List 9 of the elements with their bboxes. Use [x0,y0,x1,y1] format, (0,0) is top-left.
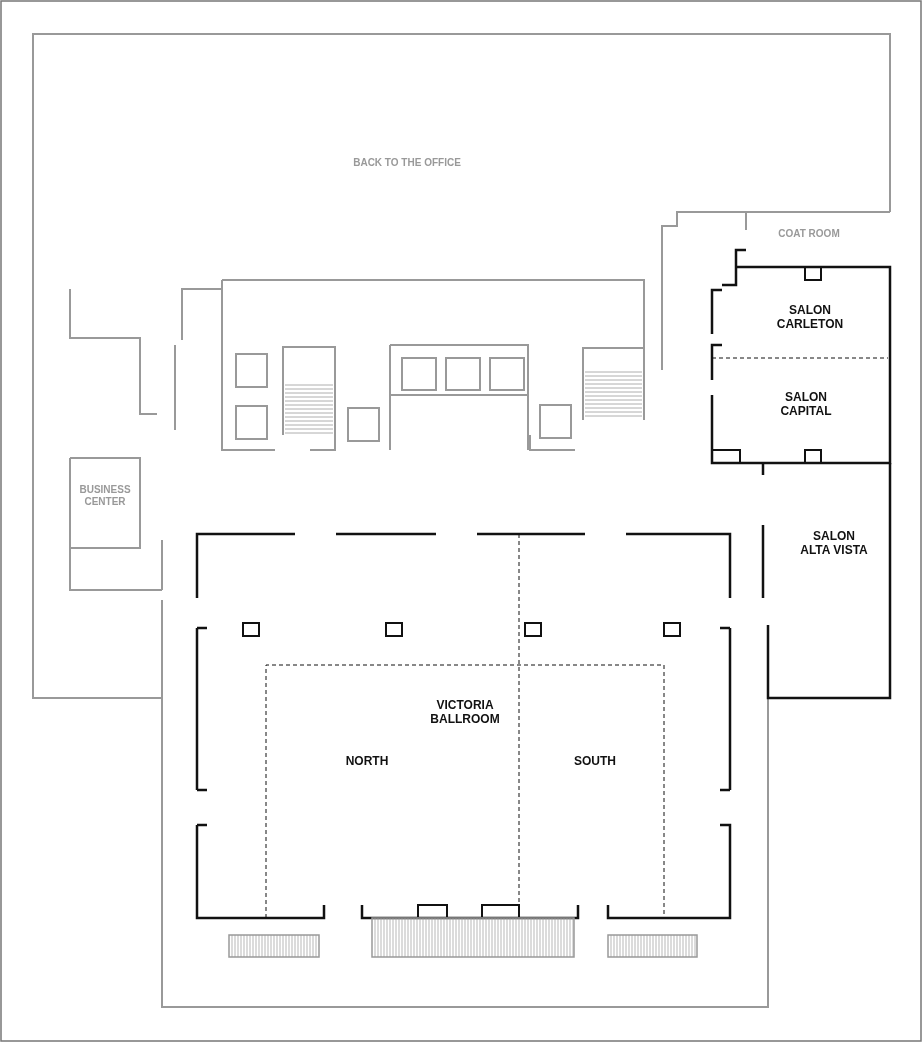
room-label: SALON ALTA VISTA [799,528,869,558]
room-label: SOUTH [573,753,617,769]
room-label: SALON CAPITAL [779,389,833,419]
room-label: NORTH [344,753,390,769]
room-label: COAT ROOM [777,228,841,240]
room-label: VICTORIA BALLROOM [429,697,501,727]
room-label: BUSINESS CENTER [78,484,132,508]
room-label: BACK TO THE OFFICE [352,157,462,169]
room-label: SALON CARLETON [775,302,845,332]
